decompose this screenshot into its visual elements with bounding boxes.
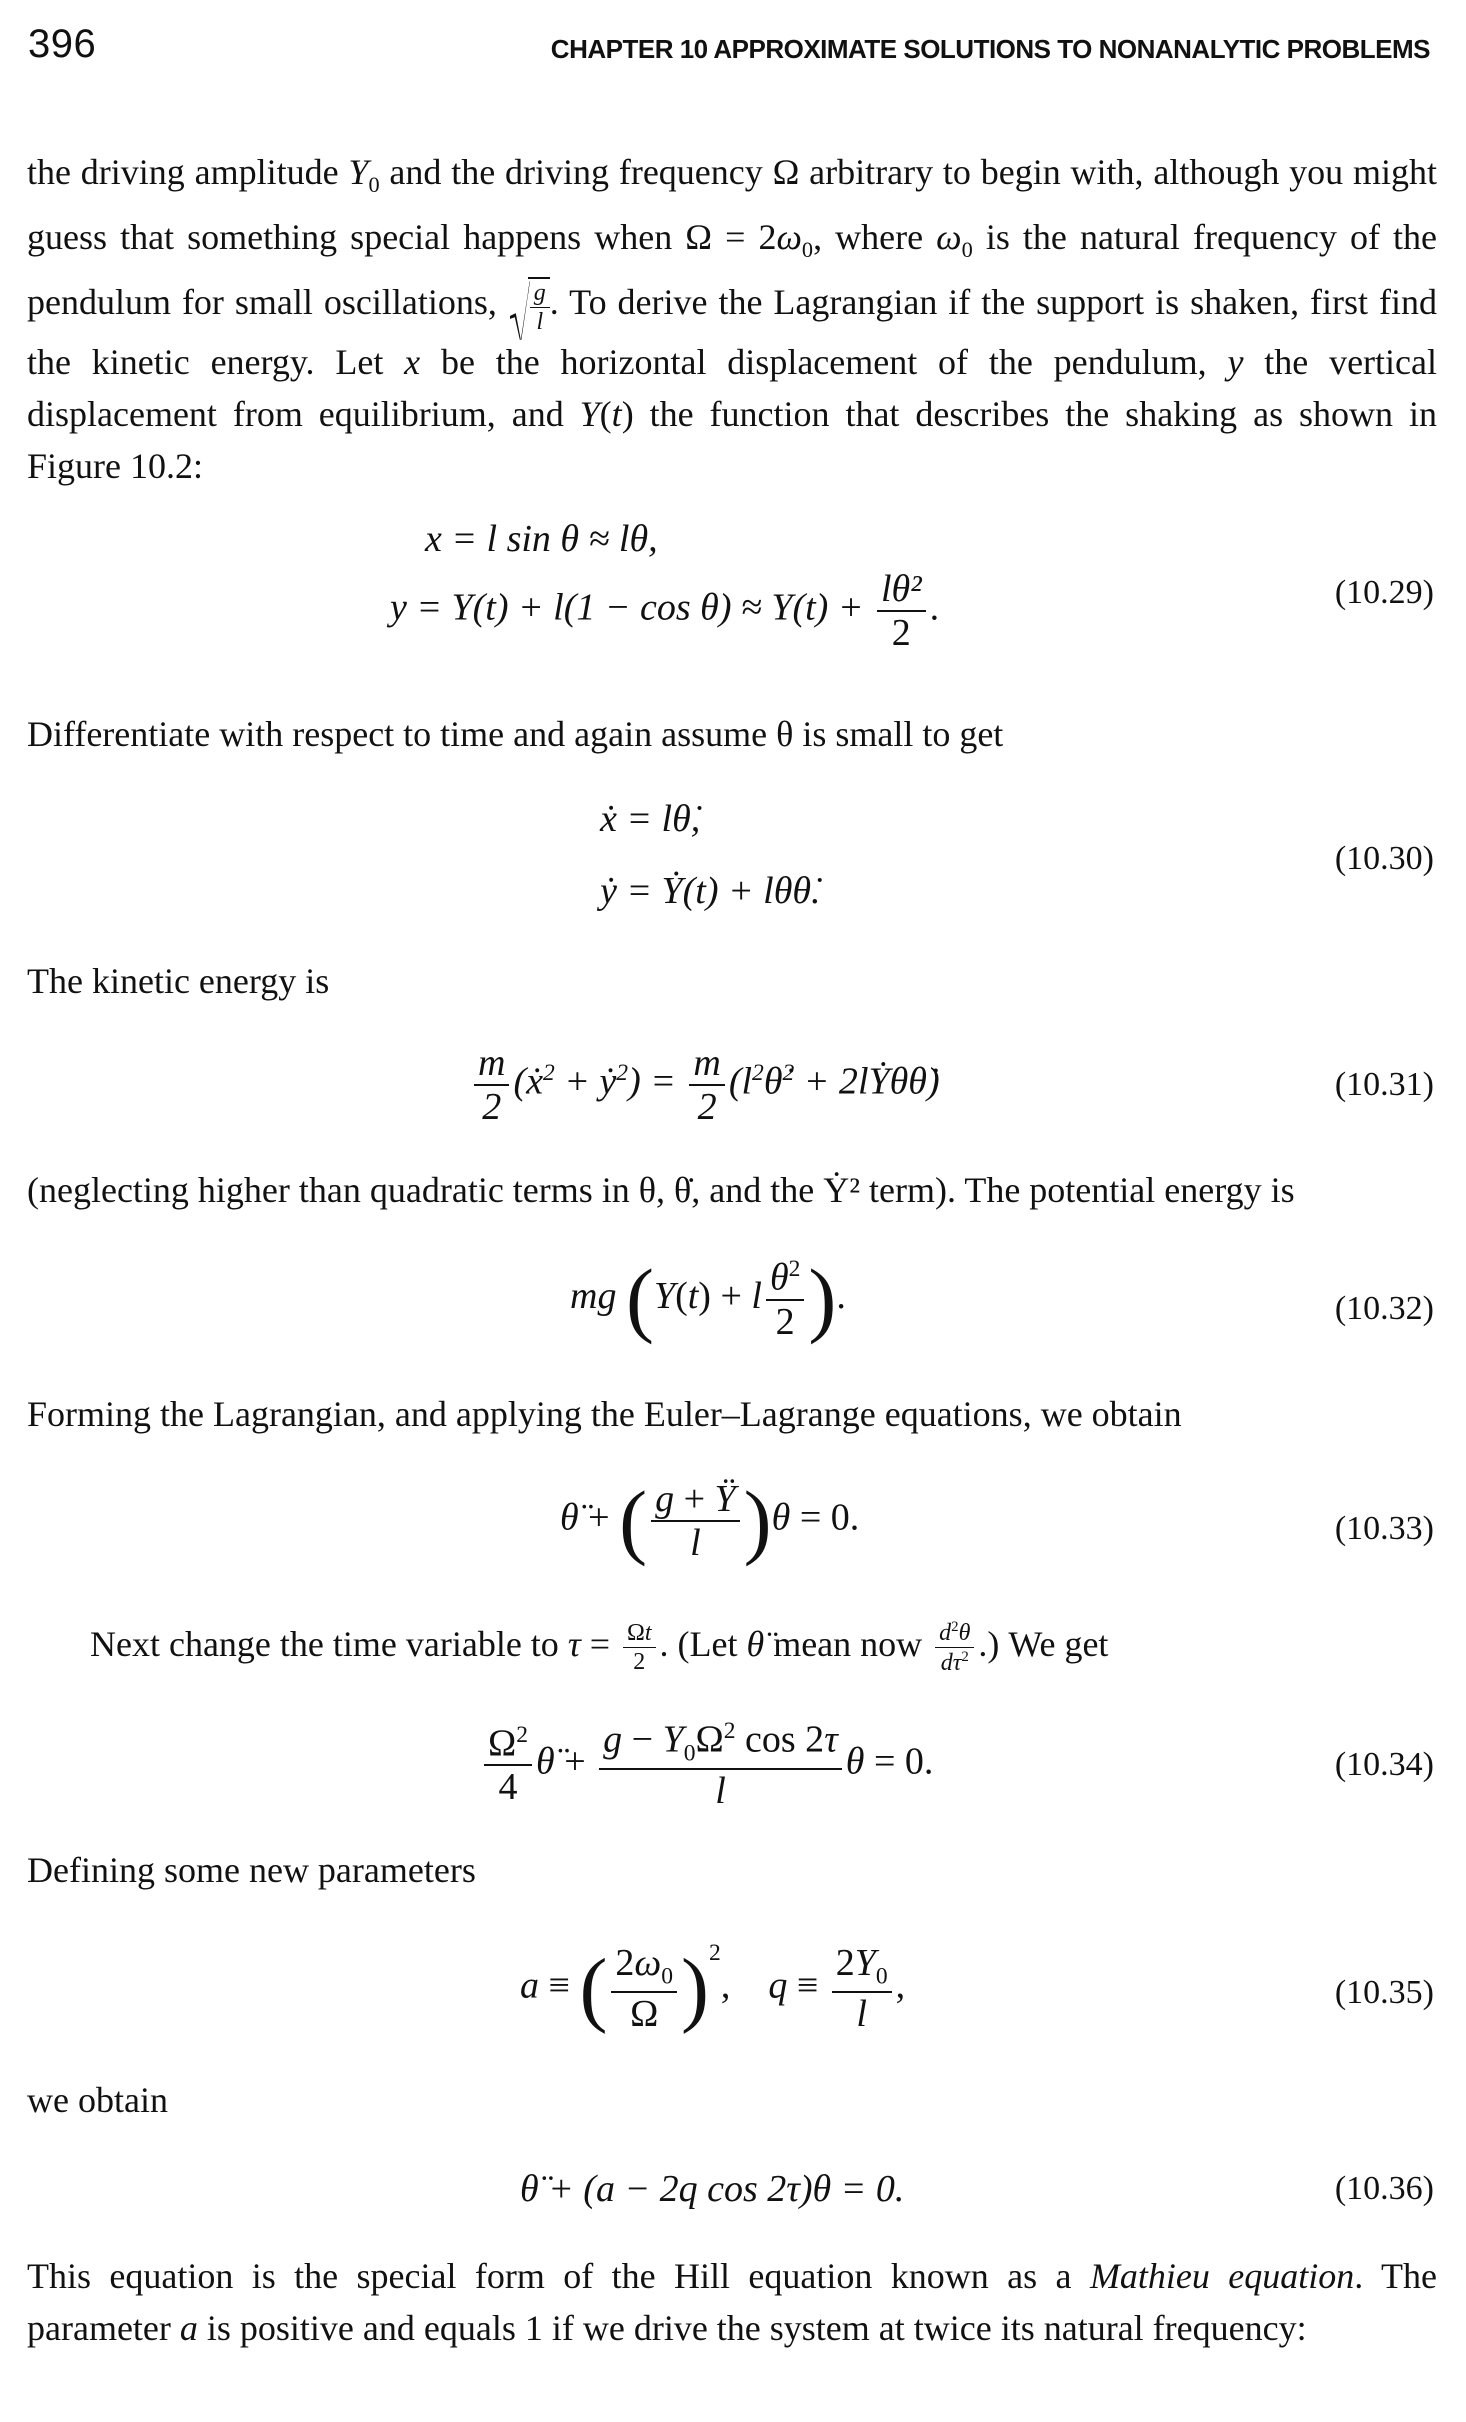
neglecting-paragraph: (neglecting higher than quadratic terms … <box>27 1170 1295 1210</box>
kinetic-energy-paragraph: The kinetic energy is <box>27 961 330 1001</box>
page-number: 396 <box>28 22 97 66</box>
equation-10-30b: ẏ = Ẏ(t) + lθθ̇. <box>600 870 821 912</box>
chapter-running-head: CHAPTER 10 APPROXIMATE SOLUTIONS TO NONA… <box>550 34 1431 64</box>
intro-paragraph: the driving amplitude Y0 and the driving… <box>27 152 1438 486</box>
defining-paragraph: Defining some new parameters <box>27 1850 476 1890</box>
equation-number-10-31: (10.31) <box>1334 1066 1434 1103</box>
we-obtain-paragraph: we obtain <box>27 2080 168 2120</box>
forming-paragraph: Forming the Lagrangian, and applying the… <box>27 1394 1182 1434</box>
equation-number-10-34: (10.34) <box>1334 1746 1434 1783</box>
equation-10-30a: ẋ = lθ̇, <box>600 798 701 840</box>
equation-10-36: θ̈ + (a − 2q cos 2τ)θ = 0. <box>520 2168 905 2210</box>
closing-paragraph: This equation is the special form of the… <box>27 2256 1438 2348</box>
equation-10-29a: x = l sin θ ≈ lθ, <box>425 518 658 560</box>
equation-number-10-33: (10.33) <box>1334 1510 1434 1547</box>
differentiate-paragraph: Differentiate with respect to time and a… <box>27 714 1004 754</box>
equation-number-10-29: (10.29) <box>1334 574 1434 611</box>
equation-number-10-32: (10.32) <box>1334 1290 1434 1327</box>
equation-number-10-30: (10.30) <box>1334 840 1434 877</box>
equation-number-10-35: (10.35) <box>1334 1974 1434 2011</box>
equation-number-10-36: (10.36) <box>1334 2170 1434 2207</box>
